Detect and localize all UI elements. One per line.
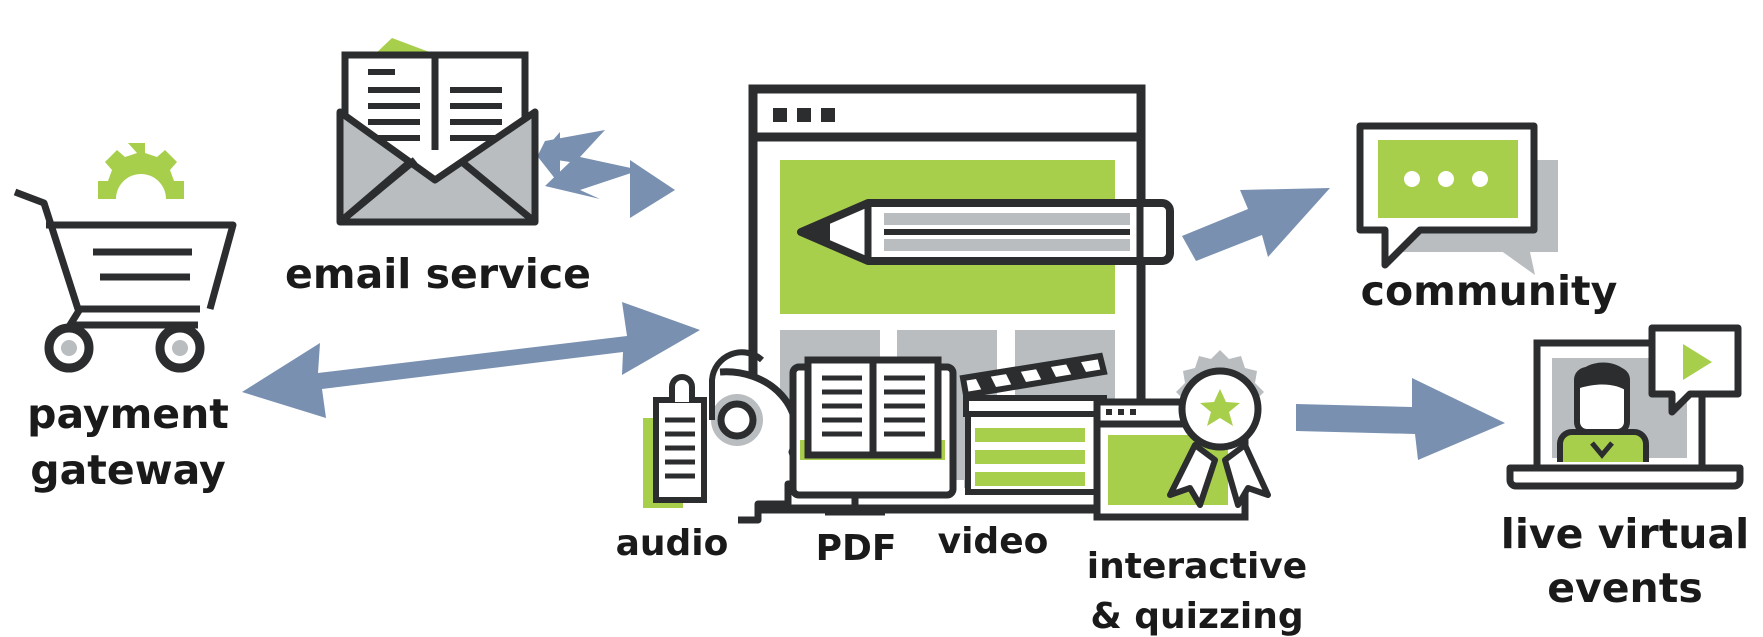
- live-virtual-events-label-line1: live virtual: [1501, 510, 1749, 558]
- live-virtual-events-label-line2: events: [1547, 564, 1703, 612]
- shopping-cart-icon: [13, 143, 237, 373]
- interactive-label-line2: & quizzing: [1090, 596, 1303, 637]
- laptop-presenter-icon: [1506, 324, 1744, 490]
- email-platform-arrow-left-head: [538, 132, 560, 185]
- interactive-label-line1: interactive: [1087, 546, 1307, 587]
- platform-community-arrow: [1182, 188, 1330, 261]
- email-service-label: email service: [285, 250, 591, 298]
- video-label: video: [938, 521, 1049, 562]
- email-platform-arrow-right-head: [630, 160, 675, 218]
- payment-gateway-label-line1: payment: [27, 390, 229, 438]
- payment-platform-arrow: [242, 302, 700, 418]
- email-platform-arrow: [537, 130, 640, 199]
- arrows: [242, 130, 1505, 460]
- clapperboard-icon: [959, 352, 1108, 495]
- audio-label: audio: [616, 523, 729, 564]
- pencil-icon: [797, 199, 1174, 265]
- platform-live-events-arrow: [1296, 378, 1505, 460]
- payment-gateway-label-line2: gateway: [30, 446, 225, 494]
- labels: payment gateway email service community …: [27, 250, 1749, 637]
- community-label: community: [1361, 267, 1618, 315]
- pdf-label: PDF: [816, 528, 897, 569]
- gear-icon: [98, 143, 184, 199]
- open-book-monitor-icon: [789, 356, 957, 516]
- envelope-with-document-icon: [336, 38, 539, 226]
- chat-bubbles-icon: [1356, 122, 1558, 275]
- play-icon: [1648, 324, 1742, 416]
- award-badge-icon: [1093, 350, 1271, 521]
